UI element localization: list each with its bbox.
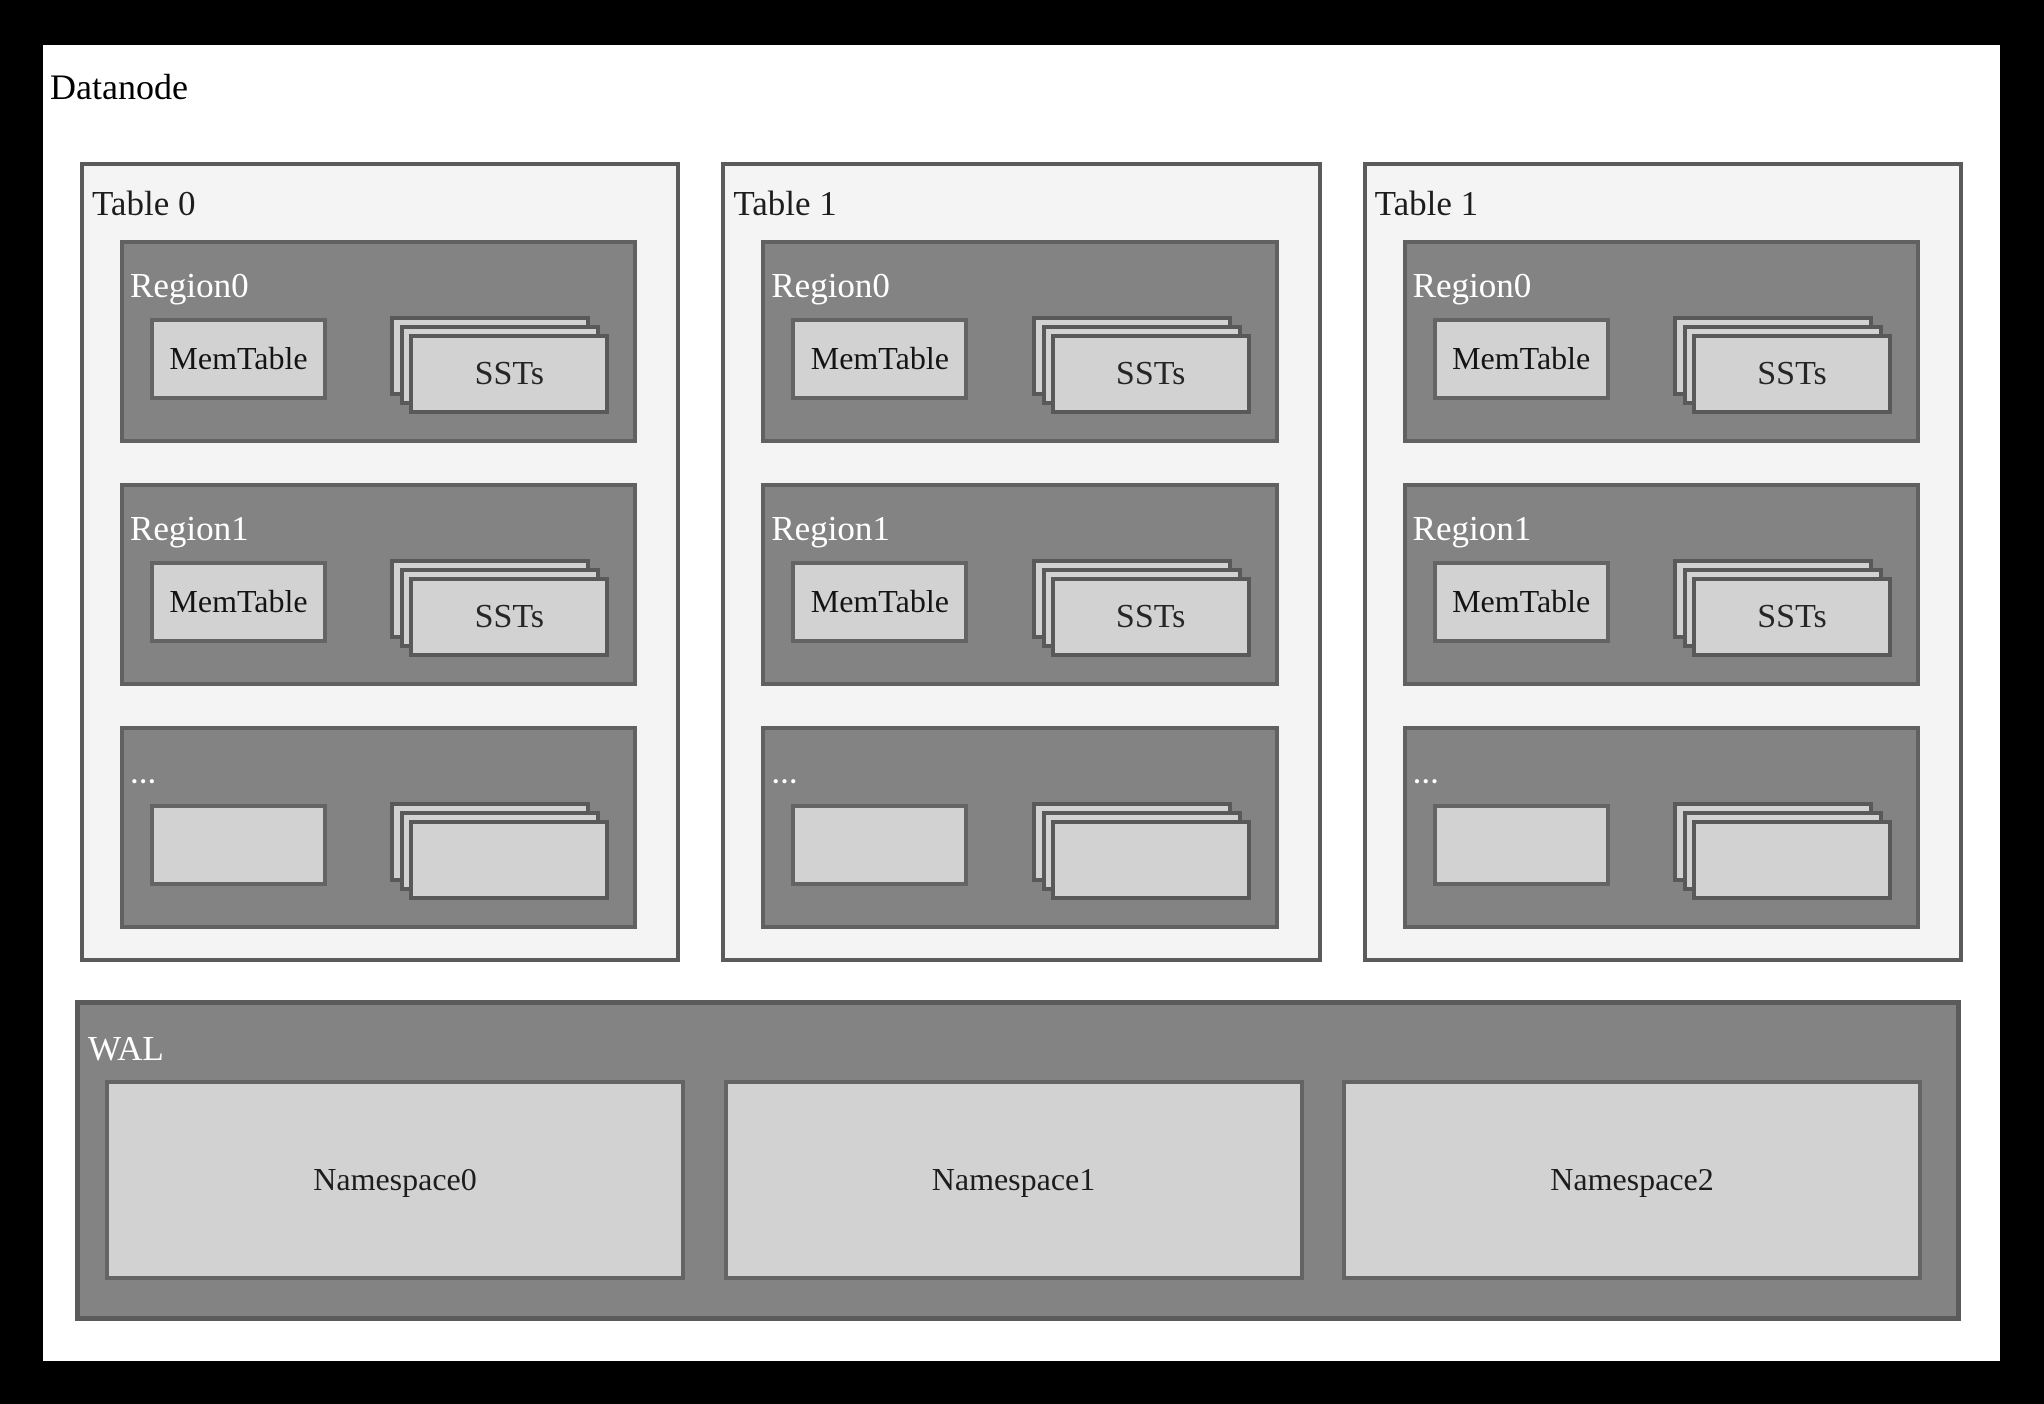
memtable-box-empty [150,803,327,886]
memtable-box: MemTable [1432,560,1610,643]
datanode-diagram: Datanode Table 0 Region0 MemTable SSTs R… [43,45,2000,1361]
region-box: Region1 MemTable SSTs [120,482,638,686]
table-label: Table 1 [1374,184,1479,223]
table-box-2: Table 1 Region0 MemTable SSTs Region1 Me… [1362,162,1963,962]
ssts-stack: SSTs [390,558,610,657]
ssts-stack: SSTs [1031,558,1251,657]
region-content-row: MemTable SSTs [124,558,633,657]
region-box: Region0 MemTable SSTs [120,239,638,443]
region-content-row: MemTable SSTs [765,315,1274,414]
namespace-box: Namespace2 [1342,1079,1922,1280]
region-content-row [124,801,633,900]
region-content-row: MemTable SSTs [765,558,1274,657]
table-label: Table 1 [733,184,837,223]
table-label: Table 0 [92,184,196,223]
wal-label: WAL [88,1029,164,1068]
memtable-box: MemTable [791,317,969,400]
sst-layer-front: SSTs [1050,333,1251,414]
region-box: Region0 MemTable SSTs [1402,239,1920,443]
region-label: Region0 [1412,265,1532,305]
namespace-box: Namespace0 [105,1079,685,1280]
sst-layer-front: SSTs [1691,576,1892,657]
memtable-box: MemTable [150,317,327,400]
region-box: Region0 MemTable SSTs [761,239,1279,443]
region-box: Region1 MemTable SSTs [761,482,1279,686]
memtable-box: MemTable [1432,317,1610,400]
region-label: Region0 [771,265,890,305]
region-label: Region1 [1412,508,1532,548]
region-label: ... [1412,751,1439,791]
ssts-stack: SSTs [1031,315,1251,414]
region-label: Region1 [771,508,890,548]
region-label: Region0 [130,265,249,305]
sst-layer-front: SSTs [409,333,610,414]
ssts-stack: SSTs [1672,558,1892,657]
region-content-row [765,801,1274,900]
region-content-row: MemTable SSTs [1407,558,1916,657]
region-content-row [1407,801,1916,900]
region-box: Region1 MemTable SSTs [1402,482,1920,686]
ssts-stack-empty [1672,801,1892,900]
region-box-ellipsis: ... [761,725,1279,929]
sst-layer-front [1691,819,1892,900]
page-title: Datanode [50,67,188,107]
table-box-1: Table 1 Region0 MemTable SSTs Region1 Me… [721,162,1322,962]
sst-layer-front: SSTs [409,576,610,657]
region-label: ... [130,751,157,791]
namespaces-row: Namespace0 Namespace1 Namespace2 [80,1079,1956,1280]
sst-layer-front: SSTs [1691,333,1892,414]
region-box-ellipsis: ... [1402,725,1920,929]
wal-box: WAL Namespace0 Namespace1 Namespace2 [75,1000,1961,1321]
memtable-box-empty [791,803,969,886]
region-content-row: MemTable SSTs [1407,315,1916,414]
table-box-0: Table 0 Region0 MemTable SSTs Region1 Me… [80,162,681,962]
ssts-stack-empty [1031,801,1251,900]
memtable-box-empty [1432,803,1610,886]
region-box-ellipsis: ... [120,725,638,929]
region-content-row: MemTable SSTs [124,315,633,414]
region-label: ... [771,751,798,791]
sst-layer-front [409,819,610,900]
namespace-box: Namespace1 [723,1079,1304,1280]
tables-row: Table 0 Region0 MemTable SSTs Region1 Me… [80,162,1963,962]
sst-layer-front: SSTs [1050,576,1251,657]
memtable-box: MemTable [791,560,969,643]
sst-layer-front [1050,819,1251,900]
ssts-stack: SSTs [1672,315,1892,414]
ssts-stack: SSTs [390,315,610,414]
ssts-stack-empty [390,801,610,900]
memtable-box: MemTable [150,560,327,643]
region-label: Region1 [130,508,249,548]
